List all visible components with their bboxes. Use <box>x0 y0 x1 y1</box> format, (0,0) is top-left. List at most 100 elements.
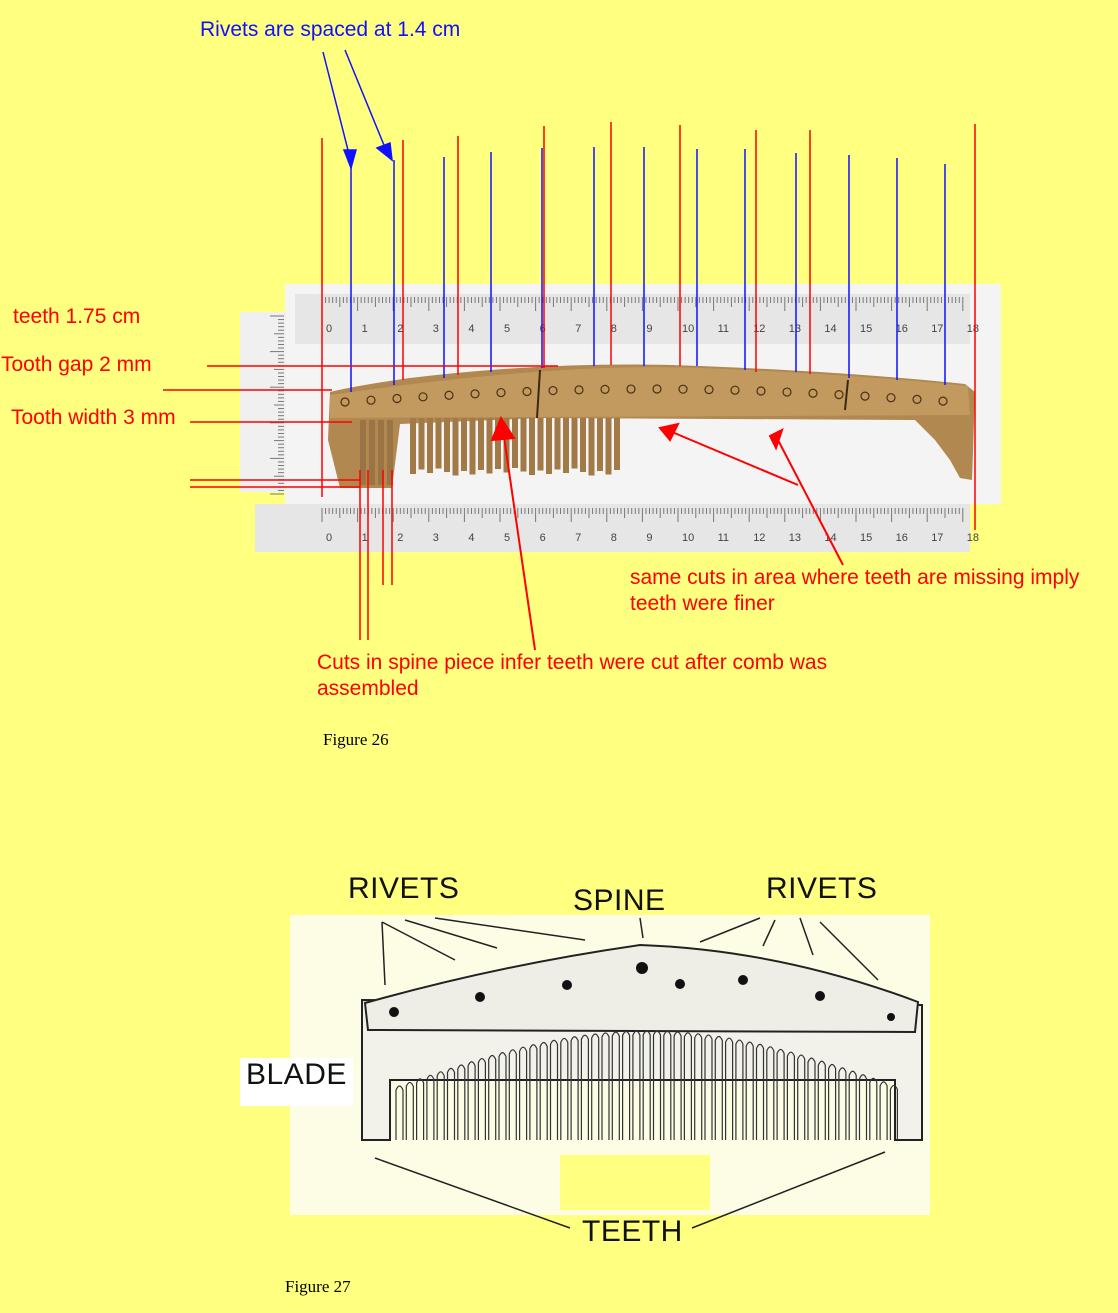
drawing-tooth <box>673 1031 682 1140</box>
drawing-tooth <box>663 1030 672 1140</box>
drawing-tooth <box>405 1081 414 1140</box>
ruler-label: 7 <box>575 323 581 335</box>
ruler-label: 16 <box>896 323 908 335</box>
comb-tooth <box>614 418 620 470</box>
rivet-spacing-note: Rivets are spaced at 1.4 cm <box>200 18 461 41</box>
label-rivets-right: RIVETS <box>766 872 878 905</box>
ruler-label: 2 <box>397 532 403 544</box>
ruler-label: 2 <box>397 323 403 335</box>
drawing-tooth <box>786 1051 795 1140</box>
drawing-tooth <box>560 1037 569 1140</box>
decorative-dot <box>418 392 428 402</box>
decorative-dot <box>600 384 610 394</box>
decorative-dot <box>808 388 818 398</box>
decorative-dot <box>574 385 584 395</box>
drawing-tooth <box>446 1067 456 1140</box>
ruler-label: 3 <box>433 532 439 544</box>
top-ruler <box>295 294 970 344</box>
label-blade: BLADE <box>240 1058 353 1106</box>
decorative-dot <box>470 389 480 399</box>
red-arrows <box>490 415 844 651</box>
drawing-tooth <box>549 1039 559 1140</box>
spine-cuts-note: Cuts in spine piece infer teeth were cut… <box>317 651 828 700</box>
comb-tooth <box>427 418 433 473</box>
comb-tooth <box>452 418 459 476</box>
ruler-label: 13 <box>789 532 801 544</box>
blue-arrows <box>322 49 393 171</box>
ruler-label: 1 <box>362 532 368 544</box>
drawing-tooth <box>529 1044 538 1140</box>
comb-tooth <box>537 418 544 471</box>
comb-tooth <box>546 418 552 474</box>
comb-tooth <box>597 418 603 471</box>
decorative-dot <box>860 391 870 401</box>
comb-tooth <box>529 418 535 475</box>
ruler-label: 10 <box>682 532 694 544</box>
drawing-tooth <box>426 1074 435 1140</box>
comb-tooth <box>387 420 393 485</box>
comb-tooth <box>360 420 366 485</box>
decorative-dot <box>704 384 714 395</box>
vertical-ruler <box>240 312 286 492</box>
drawing-tooth <box>745 1041 754 1140</box>
ruler-label: 15 <box>860 323 872 335</box>
drawing-tooth <box>704 1034 713 1140</box>
missing-teeth-note: same cuts in area where teeth are missin… <box>630 566 1080 615</box>
drawing-tooth <box>601 1032 610 1140</box>
drawing-tooth <box>457 1064 466 1140</box>
ruler-label: 12 <box>753 323 765 335</box>
figure-26-caption: Figure 26 <box>323 730 389 749</box>
drawing-tooth <box>714 1035 723 1140</box>
drawing-tooth <box>642 1030 651 1140</box>
comb-tooth <box>503 418 510 473</box>
drawing-tooth <box>395 1085 404 1140</box>
ruler-label: 5 <box>504 532 510 544</box>
drawing-tooth <box>580 1034 589 1140</box>
decorative-dot <box>392 393 402 404</box>
ruler-label: 8 <box>611 532 617 544</box>
drawing-tooth <box>652 1030 662 1140</box>
drawing-tooth <box>488 1054 497 1140</box>
drawing-tooth <box>416 1078 425 1140</box>
drawing-tooth <box>735 1039 744 1140</box>
comb-tooth <box>369 420 375 485</box>
ruler-label: 3 <box>433 323 439 335</box>
comb-tooth <box>461 418 467 471</box>
drawing-tooth <box>848 1070 857 1140</box>
drawing-tooth <box>519 1046 528 1140</box>
drawing-tooth <box>817 1060 826 1140</box>
drawing-tooth <box>477 1058 486 1140</box>
decorative-dot <box>522 386 532 397</box>
ruler-label: 10 <box>682 323 694 335</box>
comb-tooth <box>410 418 416 474</box>
drawing-tooth <box>858 1074 868 1140</box>
drawing-tooth <box>591 1033 600 1140</box>
decorative-dot <box>548 385 558 396</box>
drawing-tooth <box>498 1052 507 1140</box>
drawing-tooth <box>755 1043 765 1140</box>
drawing-tooth <box>611 1031 620 1140</box>
ruler-label: 6 <box>540 532 546 544</box>
drawing-tooth <box>725 1037 734 1140</box>
comb-tooth <box>588 418 595 476</box>
decorative-dot <box>730 385 740 395</box>
decorative-dot <box>678 384 688 394</box>
decorative-dot <box>938 396 948 406</box>
decorative-dot <box>756 386 766 396</box>
ruler-label: 9 <box>646 323 652 335</box>
ruler-label: 17 <box>931 532 943 544</box>
comb-tooth <box>469 418 476 475</box>
drawing-tooth <box>632 1030 641 1140</box>
rivet-marker-lines <box>321 122 976 530</box>
ruler-label: 1 <box>362 323 368 335</box>
figure-27-caption: Figure 27 <box>285 1277 351 1296</box>
comb-tooth <box>580 418 586 472</box>
decorative-dot <box>912 394 922 404</box>
drawing-tooth <box>828 1063 837 1140</box>
drawing-tooth <box>539 1041 548 1140</box>
ruler-label: 5 <box>504 323 510 335</box>
drawing-tooth <box>508 1049 517 1140</box>
ruler-label: 0 <box>326 532 332 544</box>
label-rivets-left: RIVETS <box>348 872 460 905</box>
